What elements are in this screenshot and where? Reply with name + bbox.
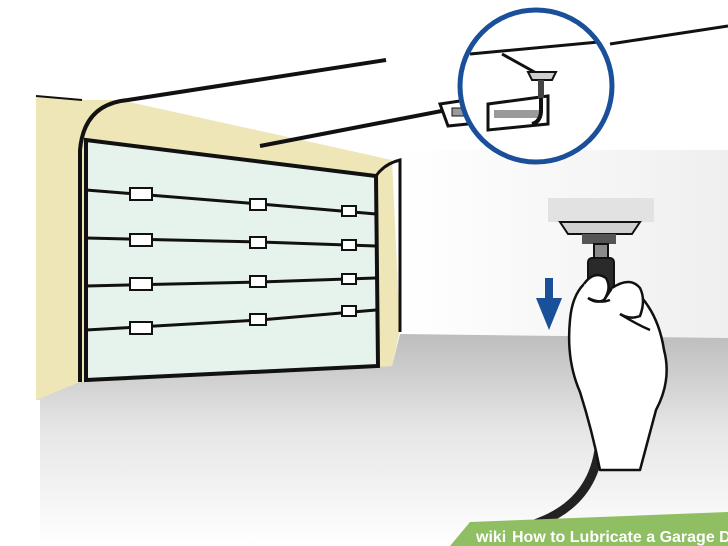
right-jamb: [374, 158, 402, 332]
floor: [36, 334, 728, 546]
left-wall: [36, 96, 80, 400]
opening-arch: [78, 58, 387, 382]
down-arrow-icon: [536, 278, 562, 330]
hand: [567, 273, 668, 472]
ceiling-fixture: [548, 198, 654, 222]
garage-door: [84, 137, 381, 383]
right-wall: [400, 150, 728, 340]
door-hinges: [129, 187, 357, 335]
magnifier-circle-icon: [457, 7, 615, 165]
